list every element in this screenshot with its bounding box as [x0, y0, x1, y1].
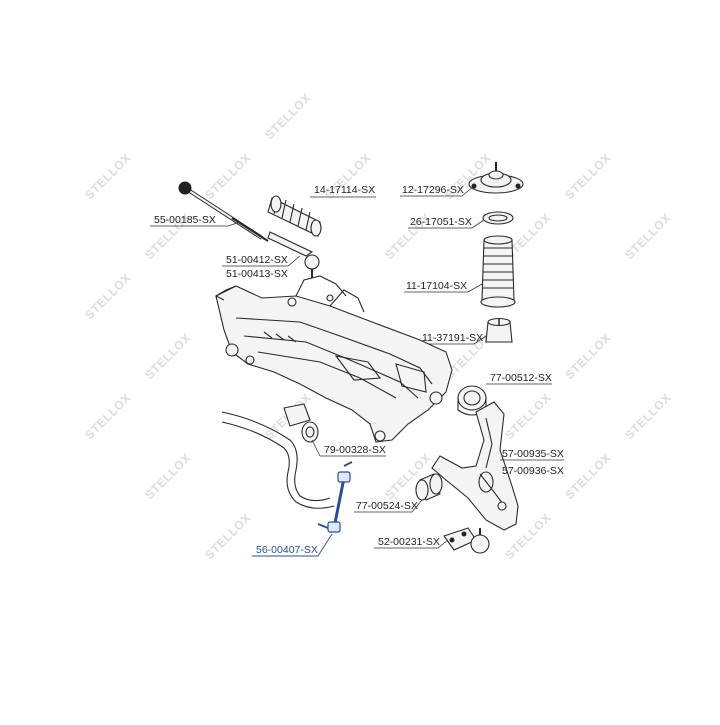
part-label-14-17114[interactable]: 14-17114-SX [314, 184, 375, 196]
part-label-77-00524[interactable]: 77-00524-SX [356, 500, 418, 512]
watermark-text: STELLOX [142, 451, 194, 503]
part-label-57-00935[interactable]: 57-00935-SX [502, 448, 564, 460]
watermark-text: STELLOX [622, 391, 674, 443]
part-label-11-17104[interactable]: 11-17104-SX [406, 280, 467, 292]
leader-line [150, 221, 241, 227]
part-strut-mount[interactable] [468, 162, 524, 194]
part-label-56-00407[interactable]: 56-00407-SX [256, 544, 318, 556]
part-subframe[interactable] [214, 275, 453, 443]
watermark-text: STELLOX [82, 271, 134, 323]
watermark-text: STELLOX [622, 211, 674, 263]
leader-line [354, 499, 423, 513]
part-stabilizer-bar[interactable] [221, 411, 335, 509]
part-label-79-00328[interactable]: 79-00328-SX [324, 444, 386, 456]
part-steering-boot[interactable] [267, 195, 322, 237]
part-inner-tie-rod[interactable] [178, 181, 269, 242]
part-ball-joint[interactable] [443, 527, 490, 554]
part-dust-boot[interactable] [480, 235, 516, 308]
watermark-text: STELLOX [262, 91, 314, 143]
part-label-55-00185[interactable]: 55-00185-SX [154, 214, 216, 226]
part-tie-rod-end[interactable] [267, 231, 320, 278]
leader-line [374, 539, 449, 549]
leader-line [311, 439, 386, 457]
watermark-text: STELLOX [82, 151, 134, 203]
part-stabilizer-link[interactable] [317, 461, 353, 533]
leader-line [222, 255, 301, 267]
part-strut-bearing[interactable] [482, 211, 514, 225]
part-label-26-17051[interactable]: 26-17051-SX [410, 216, 472, 228]
part-stabilizer-bushing[interactable] [283, 403, 319, 443]
part-control-arm[interactable] [431, 401, 519, 531]
part-label-51-00413[interactable]: 51-00413-SX [226, 268, 288, 280]
leader-line [400, 185, 475, 197]
part-label-52-00231[interactable]: 52-00231-SX [378, 536, 440, 548]
part-control-arm-bushing-front[interactable] [415, 473, 443, 501]
part-label-77-00512[interactable]: 77-00512-SX [490, 372, 552, 384]
leader-line [404, 283, 483, 293]
leader-line [420, 335, 487, 345]
watermark-text: STELLOX [502, 391, 554, 443]
part-label-12-17296[interactable]: 12-17296-SX [402, 184, 464, 196]
watermark-text: STELLOX [82, 391, 134, 443]
watermark-text: STELLOX [562, 151, 614, 203]
watermark-text: STELLOX [142, 331, 194, 383]
watermark-text: STELLOX [202, 511, 254, 563]
part-bump-stop[interactable] [485, 317, 513, 343]
part-label-57-00936[interactable]: 57-00936-SX [502, 465, 564, 477]
part-label-51-00412[interactable]: 51-00412-SX [226, 254, 288, 266]
watermark-text: STELLOX [562, 451, 614, 503]
part-label-11-37191[interactable]: 11-37191-SX [422, 332, 483, 344]
watermark-text: STELLOX [562, 331, 614, 383]
watermark-text: STELLOX [202, 151, 254, 203]
leader-line [408, 219, 485, 229]
leader-line-highlighted [252, 533, 333, 557]
